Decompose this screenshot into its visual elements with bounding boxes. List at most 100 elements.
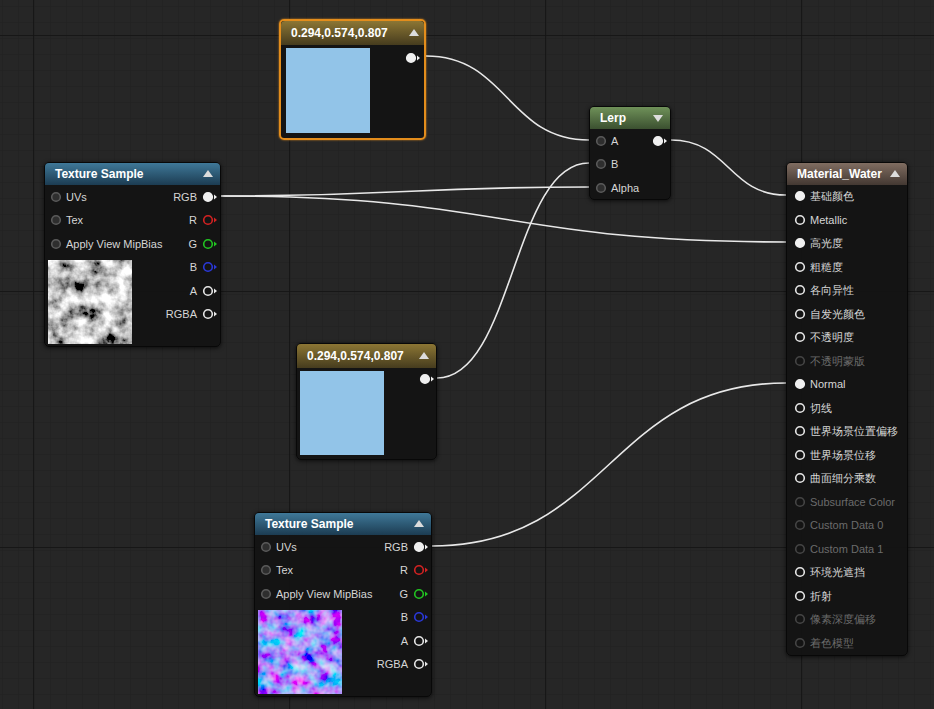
pin-icon <box>415 590 428 599</box>
pin-icon <box>597 184 606 193</box>
pin-icon <box>597 160 606 169</box>
pin-icon <box>796 521 805 530</box>
pin-icon <box>597 137 606 146</box>
pin-icon <box>796 545 805 554</box>
pin-label: 自发光颜色 <box>810 307 865 321</box>
pin-label: 折射 <box>810 589 832 603</box>
pin-label: 着色模型 <box>810 636 854 650</box>
pin-label: 世界场景位置偏移 <box>810 424 898 438</box>
pin-icon <box>52 240 61 249</box>
node-decoration <box>787 163 909 657</box>
pin-icon <box>796 192 805 201</box>
pin-label: B <box>611 157 618 171</box>
pin-label: G <box>188 237 197 251</box>
material-output-node: Material_Water基础颜色Metallic高光度粗糙度各向异性自发光颜… <box>786 162 908 656</box>
color-preview <box>286 48 370 133</box>
pin-icon <box>204 263 217 272</box>
texture-thumbnail <box>258 610 342 694</box>
pin-icon <box>796 239 805 248</box>
wire <box>221 196 786 242</box>
texture-sample-node: Texture SampleUVsTexApply View MipBiasRG… <box>44 162 221 347</box>
pin-icon <box>796 216 805 225</box>
pin-label: R <box>189 213 197 227</box>
texture-thumbnail <box>48 260 132 344</box>
pin-label: 不透明度 <box>810 330 854 344</box>
pin-icon <box>204 216 217 225</box>
pin-label: 环境光遮挡 <box>810 565 865 579</box>
pin-label: Alpha <box>611 181 639 195</box>
pin-label: 世界场景位移 <box>810 448 876 462</box>
pin-icon <box>415 637 428 646</box>
pin-icon <box>204 310 217 319</box>
collapse-arrow <box>414 520 424 527</box>
pin-icon <box>204 193 217 202</box>
pin-label: B <box>190 260 197 274</box>
pin-label: UVs <box>276 540 297 554</box>
wire <box>432 383 786 546</box>
pin-label: Custom Data 1 <box>810 542 883 556</box>
pin-icon <box>407 54 420 63</box>
node-title: 0.294,0.574,0.807 <box>307 348 404 364</box>
pin-label: 不透明蒙版 <box>810 354 865 368</box>
pin-label: Apply View MipBias <box>276 587 372 601</box>
pin-icon <box>262 590 271 599</box>
node-title: 0.294,0.574,0.807 <box>291 25 388 41</box>
pin-label: RGB <box>384 540 408 554</box>
pin-icon <box>52 193 61 202</box>
pin-icon <box>796 474 805 483</box>
pin-icon <box>796 592 805 601</box>
pin-label: Metallic <box>810 213 847 227</box>
wire <box>671 140 786 195</box>
pin-label: RGBA <box>166 307 197 321</box>
pin-label: 切线 <box>810 401 832 415</box>
pin-icon <box>796 357 805 366</box>
node-decoration <box>45 163 222 348</box>
pin-icon <box>262 566 271 575</box>
node-decoration <box>255 513 433 698</box>
node-title: Texture Sample <box>55 166 143 182</box>
pin-label: 各向异性 <box>810 283 854 297</box>
pin-icon <box>415 613 428 622</box>
pin-label: RGB <box>173 190 197 204</box>
pin-label: RGBA <box>377 657 408 671</box>
pin-label: A <box>611 134 618 148</box>
pin-label: Subsurface Color <box>810 495 895 509</box>
node-title: Material_Water <box>797 166 882 182</box>
pin-label: Normal <box>810 377 845 391</box>
pin-label: G <box>399 587 408 601</box>
pin-icon <box>796 380 805 389</box>
pin-icon <box>796 333 805 342</box>
pin-icon <box>796 568 805 577</box>
pin-label: Tex <box>276 563 293 577</box>
collapse-arrow <box>890 170 900 177</box>
pin-icon <box>796 310 805 319</box>
pin-icon <box>415 660 428 669</box>
pin-icon <box>796 427 805 436</box>
pin-icon <box>204 287 217 296</box>
pin-label: Tex <box>66 213 83 227</box>
pin-label: A <box>190 284 197 298</box>
pin-label: R <box>400 563 408 577</box>
collapse-arrow <box>653 115 663 122</box>
pin-label: 像素深度偏移 <box>810 612 876 626</box>
pin-label: Apply View MipBias <box>66 237 162 251</box>
collapse-arrow <box>419 352 429 359</box>
pin-icon <box>654 137 667 146</box>
pin-icon <box>796 451 805 460</box>
pin-icon <box>796 404 805 413</box>
pin-icon <box>415 566 428 575</box>
pin-label: B <box>401 610 408 624</box>
pin-icon <box>796 639 805 648</box>
wire <box>426 56 589 140</box>
pin-label: 基础颜色 <box>810 189 854 203</box>
pin-label: 粗糙度 <box>810 260 843 274</box>
texture-sample-node: Texture SampleUVsTexApply View MipBiasRG… <box>254 512 432 697</box>
constant-color-node: 0.294,0.574,0.807 <box>296 343 437 460</box>
wire <box>437 163 589 378</box>
lerp-node: LerpABAlpha <box>589 106 671 200</box>
pin-icon <box>796 263 805 272</box>
wire <box>221 187 589 196</box>
pin-label: Custom Data 0 <box>810 518 883 532</box>
pin-label: 曲面细分乘数 <box>810 471 876 485</box>
color-preview <box>300 371 384 455</box>
